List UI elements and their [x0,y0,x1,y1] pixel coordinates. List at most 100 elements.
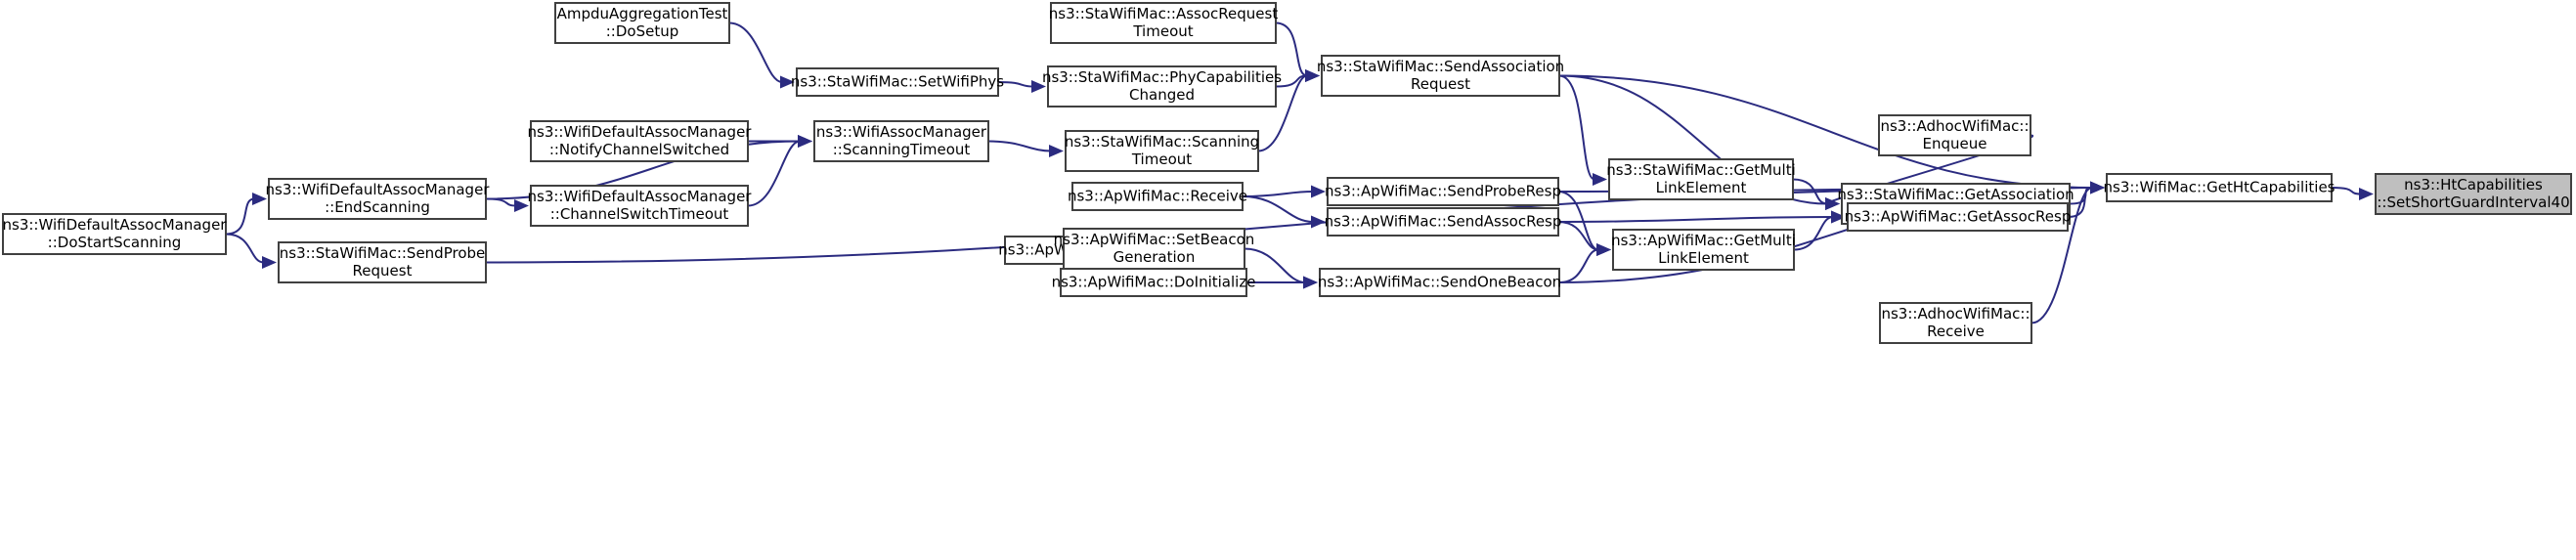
graph-node-wifidefaultassocmanager-notifychannelswitched[interactable]: ns3::WifiDefaultAssocManager::NotifyChan… [528,120,753,162]
arrowhead-icon [1596,243,1611,256]
call-edge [1257,74,1308,152]
node-box[interactable] [796,67,999,97]
graph-node-apwifimac-getassocresp[interactable]: ns3::ApWifiMac::GetAssocResp [1845,202,2072,232]
graph-node-adhocwifimac-receive[interactable]: ns3::AdhocWifiMac::Receive [1879,302,2032,344]
node-box[interactable] [2375,173,2572,215]
node-label-line: ns3::ApWifiMac::SetBeacon [1054,231,1255,248]
node-label-line: ns3::WifiDefaultAssocManager [528,188,753,205]
call-edge [1557,216,1834,223]
node-label-line: ns3::StaWifiMac::SendAssociation [1317,58,1564,75]
graph-node-ampduaggregationtest-dosetup[interactable]: AmpduAggregationTest::DoSetup [554,2,730,44]
call-edge [485,197,517,207]
node-label-line: ns3::StaWifiMac::GetMulti [1606,161,1796,179]
node-label-line: Timeout [1131,151,1192,168]
node-label-line: ::ScanningTimeout [833,141,971,158]
node-box[interactable] [1050,2,1277,44]
node-label-line: ns3::ApWifiMac::GetMulti [1611,232,1796,249]
node-label-line: ns3::ApWifiMac::GetAssocResp [1845,208,2072,226]
arrowhead-icon [2090,181,2105,194]
arrowhead-icon [1311,215,1326,229]
node-box[interactable] [1608,158,1794,200]
node-box[interactable] [2106,173,2333,202]
graph-node-apwifimac-sendonebeacon[interactable]: ns3::ApWifiMac::SendOneBeacon [1318,268,1561,297]
node-box[interactable] [2,213,227,255]
node-label-line: ::SetShortGuardInterval40 [2377,194,2569,211]
graph-node-apwifimac-sendproberesp[interactable]: ns3::ApWifiMac::SendProbeResp [1325,177,1561,206]
arrowhead-icon [514,199,529,212]
node-box[interactable] [1047,65,1277,108]
node-box[interactable] [278,241,487,283]
arrowhead-icon [780,75,795,89]
node-box[interactable] [1065,130,1259,172]
node-label-line: Enqueue [1923,135,1987,152]
node-box[interactable] [1071,182,1244,211]
node-box[interactable] [554,2,730,44]
node-label-line: ns3::WifiDefaultAssocManager [528,123,753,141]
node-box[interactable] [1327,207,1559,237]
node-label-line: ns3::AdhocWifiMac:: [1880,117,2029,135]
call-edge [1558,248,1599,283]
node-box[interactable] [1612,229,1795,271]
graph-node-wifimac-gethtcapabilities[interactable]: ns3::WifiMac::GetHtCapabilities [2104,173,2336,202]
call-edge [2030,187,2093,324]
arrowhead-icon [1311,185,1326,198]
node-label-line: ns3::StaWifiMac::Scanning [1065,133,1259,151]
arrowhead-icon [2359,188,2374,200]
arrowhead-icon [1825,197,1840,210]
node-label-line: ns3::StaWifiMac::GetAssociation [1837,186,2074,203]
arrowhead-icon [262,256,277,269]
graph-node-adhocwifimac-enqueue[interactable]: ns3::AdhocWifiMac::Enqueue [1878,114,2031,156]
node-box[interactable] [1319,268,1560,297]
node-label-line: ns3::HtCapabilities [2404,176,2543,194]
node-label-line: AmpduAggregationTest [557,5,728,22]
graph-node-htcapabilities-setshortguardinterval40[interactable]: ns3::HtCapabilities::SetShortGuardInterv… [2375,173,2572,215]
node-label-line: Request [353,262,413,280]
node-label-line: Generation [1113,248,1196,266]
node-label-line: ns3::StaWifiMac::SendProbe [280,244,486,262]
node-label-line: ns3::WifiMac::GetHtCapabilities [2104,179,2336,196]
node-label-line: ::ChannelSwitchTimeout [550,205,729,223]
node-layer: ns3::WifiDefaultAssocManager::DoStartSca… [2,2,2572,344]
graph-node-wifidefaultassocmanager-channelswitchtimeout[interactable]: ns3::WifiDefaultAssocManager::ChannelSwi… [528,185,753,227]
call-edge [1275,22,1308,77]
node-box[interactable] [1847,202,2069,232]
node-label-line: ns3::WifiDefaultAssocManager [3,216,228,234]
arrowhead-icon [1305,69,1320,82]
node-label-line: ns3::StaWifiMac::PhyCapabilities [1042,68,1282,86]
node-box[interactable] [530,185,749,227]
graph-node-wifidefaultassocmanager-dostartscanning[interactable]: ns3::WifiDefaultAssocManager::DoStartSca… [2,213,228,255]
graph-node-stawifimac-setwifiphys[interactable]: ns3::StaWifiMac::SetWifiPhys [791,67,1004,97]
node-box[interactable] [1878,114,2031,156]
node-label-line: Request [1411,75,1470,93]
node-box[interactable] [530,120,749,162]
node-box[interactable] [1321,55,1560,97]
graph-node-apwifimac-receive[interactable]: ns3::ApWifiMac::Receive [1068,182,1247,211]
arrowhead-icon [1031,80,1046,93]
graph-node-stawifimac-scanning-timeout[interactable]: ns3::StaWifiMac::ScanningTimeout [1065,130,1259,172]
node-box[interactable] [1879,302,2032,344]
node-label-line: ::EndScanning [325,198,430,216]
call-edge [1242,191,1314,197]
call-edge [2331,187,2362,195]
node-label-line: ns3::StaWifiMac::SetWifiPhys [791,73,1004,91]
node-label-line: ns3::WifiAssocManager [816,123,987,141]
graph-node-apwifimac-sendassocresp[interactable]: ns3::ApWifiMac::SendAssocResp [1325,207,1562,237]
node-box[interactable] [813,120,989,162]
node-box[interactable] [1327,177,1559,206]
graph-node-wifiassocmanager-scanningtimeout[interactable]: ns3::WifiAssocManager::ScanningTimeout [813,120,989,162]
graph-node-wifidefaultassocmanager-endscanning[interactable]: ns3::WifiDefaultAssocManager::EndScannin… [266,178,491,220]
call-edge [225,233,265,264]
node-box[interactable] [1060,268,1247,297]
call-edge [1558,74,2093,189]
node-box[interactable] [268,178,487,220]
graph-node-apwifimac-doinitialize[interactable]: ns3::ApWifiMac::DoInitialize [1052,268,1256,297]
node-label-line: ::DoStartScanning [48,234,182,251]
